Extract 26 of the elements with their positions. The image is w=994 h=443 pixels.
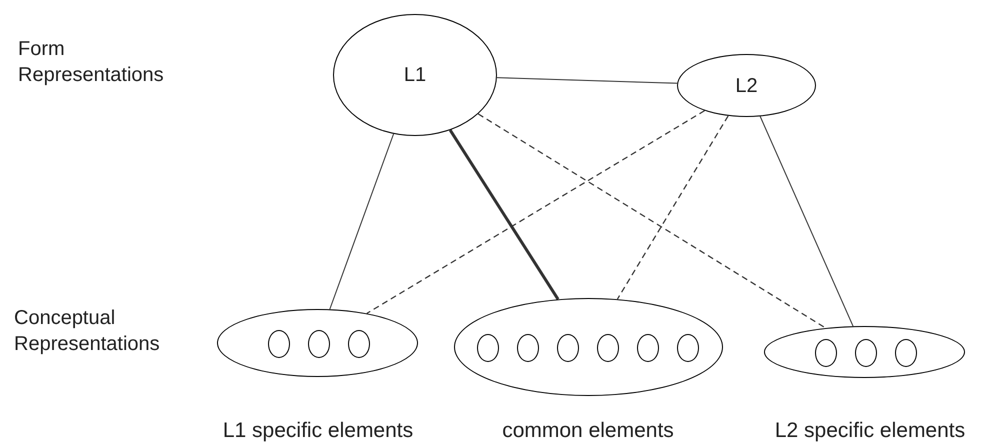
circle-node xyxy=(676,334,698,362)
circle-node xyxy=(894,339,916,367)
circle-node xyxy=(596,334,618,362)
row-label: Conceptual Representations xyxy=(14,306,161,357)
circle-node xyxy=(476,334,498,362)
node-label: L2 xyxy=(735,74,758,98)
node-caption: common elements xyxy=(502,418,674,443)
node-caption: L1 specific elements xyxy=(222,418,414,443)
dashed-line xyxy=(366,110,705,314)
connector-line xyxy=(329,133,394,310)
circle-node xyxy=(854,339,876,367)
dashed-line xyxy=(478,113,826,329)
connector-line xyxy=(448,129,560,300)
circle-node xyxy=(636,334,658,362)
connector-line xyxy=(760,116,854,327)
dashed-line xyxy=(616,116,729,300)
circle-node xyxy=(516,334,538,362)
circle-node xyxy=(308,330,330,358)
node-label: L1 xyxy=(404,63,426,88)
circle-node xyxy=(348,330,370,358)
circle-node xyxy=(556,334,578,362)
connector-line xyxy=(496,77,678,84)
circle-node xyxy=(268,330,290,358)
row-label: Form Representations xyxy=(18,37,165,88)
node-caption: L2 specific elements xyxy=(774,418,966,443)
circle-node xyxy=(814,339,836,367)
